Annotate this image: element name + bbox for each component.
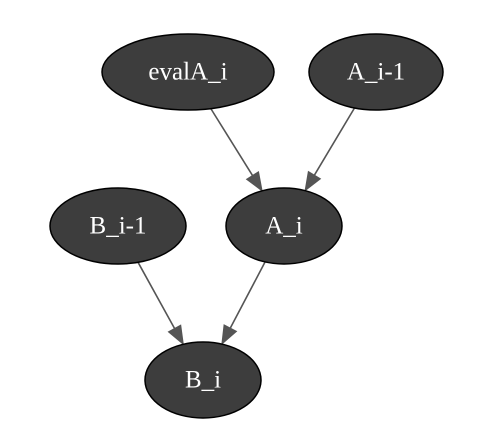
arrowhead-icon bbox=[221, 324, 238, 346]
arrowhead-icon bbox=[167, 324, 184, 346]
node-evala-i: evalA_i bbox=[101, 33, 275, 111]
arrowhead-icon bbox=[304, 170, 322, 192]
edge-a-i-1-to-a-i bbox=[304, 107, 356, 192]
node-ellipse bbox=[101, 33, 275, 111]
node-ellipse bbox=[225, 187, 343, 265]
node-b-i: B_i bbox=[144, 341, 262, 419]
node-ellipse bbox=[49, 187, 187, 265]
node-label: A_i-1 bbox=[347, 59, 405, 86]
arrowhead-icon bbox=[245, 171, 263, 192]
edge-a-i-to-b-i bbox=[221, 261, 266, 346]
edge-b-i-1-to-b-i bbox=[137, 261, 184, 346]
node-label: B_i bbox=[185, 367, 221, 394]
node-a-i: A_i bbox=[225, 187, 343, 265]
edge-line bbox=[313, 107, 356, 176]
edge-evala-i-to-a-i bbox=[210, 108, 263, 192]
node-a-i-1: A_i-1 bbox=[308, 33, 444, 111]
node-label: B_i-1 bbox=[90, 213, 147, 240]
edge-line bbox=[137, 261, 176, 329]
nodes-layer: evalA_i A_i-1B_i-1 A_iB_i bbox=[49, 33, 444, 419]
edge-line bbox=[229, 261, 266, 329]
node-label: A_i bbox=[265, 213, 303, 240]
node-label: evalA_i bbox=[148, 59, 227, 86]
node-ellipse bbox=[144, 341, 262, 419]
node-b-i-1: B_i-1 bbox=[49, 187, 187, 265]
edge-line bbox=[210, 108, 254, 176]
node-ellipse bbox=[308, 33, 444, 111]
edges-layer bbox=[137, 107, 356, 346]
